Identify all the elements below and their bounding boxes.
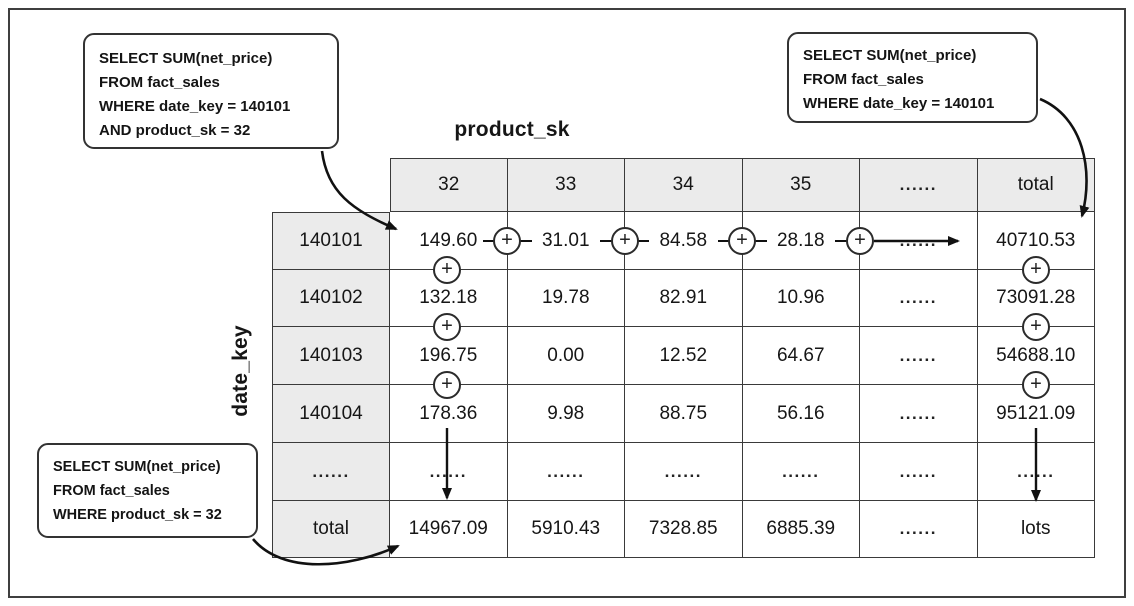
row-header-ellipsis: ...... bbox=[272, 443, 390, 501]
plus-circle-icon: + bbox=[1022, 371, 1050, 399]
sql-line: AND product_sk = 32 bbox=[99, 122, 251, 139]
data-cell-r2c3: 64.67 bbox=[742, 327, 860, 385]
date-key-axis-label: date_key bbox=[229, 325, 252, 417]
figure-border bbox=[8, 8, 1126, 598]
row-header-140103: 140103 bbox=[272, 327, 390, 385]
plus-circle-icon: + bbox=[846, 227, 874, 255]
data-cell-r4c2: ...... bbox=[625, 443, 743, 501]
data-cell-r1c3: 10.96 bbox=[742, 270, 860, 327]
product-sk-axis-label: product_sk bbox=[454, 118, 570, 141]
column-header-32: 32 bbox=[390, 158, 508, 212]
sql-line: SELECT SUM(net_price) bbox=[99, 50, 273, 67]
data-cell-r4c5: ...... bbox=[977, 443, 1095, 501]
sql-line: FROM fact_sales bbox=[53, 483, 170, 499]
pivot-table: 32 33 34 35 ...... total 140101 149.60 3… bbox=[272, 158, 1095, 558]
plus-circle-icon: + bbox=[611, 227, 639, 255]
column-header-35: 35 bbox=[742, 158, 860, 212]
data-cell-r5c1: 5910.43 bbox=[507, 501, 625, 558]
plus-circle-icon: + bbox=[433, 313, 461, 341]
row-header-total: total bbox=[272, 501, 390, 558]
sql-callout-cell-query: SELECT SUM(net_price) FROM fact_sales WH… bbox=[83, 33, 339, 149]
plus-circle-icon: + bbox=[728, 227, 756, 255]
data-cell-r3c2: 88.75 bbox=[625, 385, 743, 443]
row-header-140102: 140102 bbox=[272, 270, 390, 327]
data-cell-r4c3: ...... bbox=[742, 443, 860, 501]
column-header-total: total bbox=[977, 158, 1095, 212]
sql-line: WHERE date_key = 140101 bbox=[803, 95, 995, 112]
plus-circle-icon: + bbox=[1022, 256, 1050, 284]
sql-line: FROM fact_sales bbox=[803, 71, 924, 88]
data-cell-r3c3: 56.16 bbox=[742, 385, 860, 443]
data-cell-r5c4: ...... bbox=[860, 501, 978, 558]
row-header-140104: 140104 bbox=[272, 385, 390, 443]
data-cell-r0c2: 84.58 bbox=[625, 212, 743, 270]
sql-callout-column-total-query: SELECT SUM(net_price) FROM fact_sales WH… bbox=[37, 443, 258, 538]
data-cell-r1c1: 19.78 bbox=[507, 270, 625, 327]
data-cell-r5c5: lots bbox=[977, 501, 1095, 558]
data-cell-r4c1: ...... bbox=[507, 443, 625, 501]
column-header-ellipsis: ...... bbox=[860, 158, 978, 212]
data-cell-r2c1: 0.00 bbox=[507, 327, 625, 385]
data-cell-r5c3: 6885.39 bbox=[742, 501, 860, 558]
sql-callout-row-total-query: SELECT SUM(net_price) FROM fact_sales WH… bbox=[787, 32, 1038, 123]
sql-line: WHERE date_key = 140101 bbox=[99, 98, 291, 115]
data-cell-r0c3: 28.18 bbox=[742, 212, 860, 270]
sql-line: SELECT SUM(net_price) bbox=[53, 459, 221, 475]
data-cell-r0c4: ...... bbox=[860, 212, 978, 270]
data-cell-r4c4: ...... bbox=[860, 443, 978, 501]
data-cell-r5c0: 14967.09 bbox=[390, 501, 508, 558]
data-cell-r1c4: ...... bbox=[860, 270, 978, 327]
plus-circle-icon: + bbox=[1022, 313, 1050, 341]
data-cell-r2c4: ...... bbox=[860, 327, 978, 385]
data-cell-r5c2: 7328.85 bbox=[625, 501, 743, 558]
sql-line: SELECT SUM(net_price) bbox=[803, 47, 977, 64]
data-cell-r2c2: 12.52 bbox=[625, 327, 743, 385]
plus-circle-icon: + bbox=[433, 256, 461, 284]
data-cell-r3c4: ...... bbox=[860, 385, 978, 443]
data-cell-r1c2: 82.91 bbox=[625, 270, 743, 327]
data-cell-r2c5: 54688.10 bbox=[977, 327, 1095, 385]
column-header-33: 33 bbox=[507, 158, 625, 212]
data-cell-r3c1: 9.98 bbox=[507, 385, 625, 443]
data-cell-r0c1: 31.01 bbox=[507, 212, 625, 270]
sql-line: WHERE product_sk = 32 bbox=[53, 507, 222, 523]
data-cell-r1c5: 73091.28 bbox=[977, 270, 1095, 327]
data-cell-r4c0: ...... bbox=[390, 443, 508, 501]
row-header-140101: 140101 bbox=[272, 212, 390, 270]
plus-circle-icon: + bbox=[493, 227, 521, 255]
table-corner-spacer bbox=[272, 158, 390, 212]
plus-circle-icon: + bbox=[433, 371, 461, 399]
sql-line: FROM fact_sales bbox=[99, 74, 220, 91]
column-header-34: 34 bbox=[625, 158, 743, 212]
